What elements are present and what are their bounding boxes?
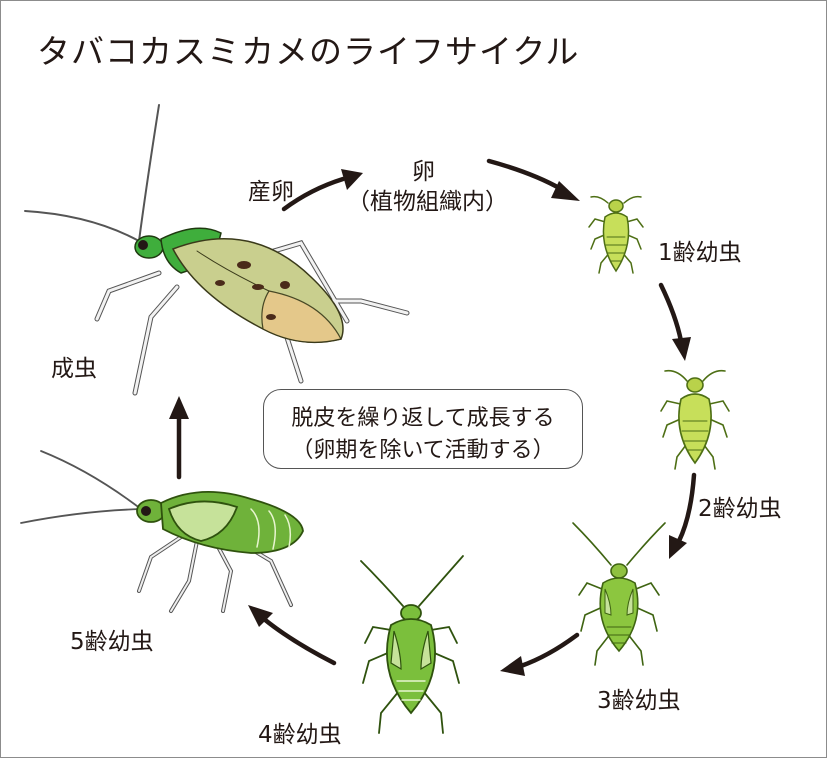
label-nymph2: 2齢幼虫 <box>698 496 782 522</box>
label-nymph4: 4齢幼虫 <box>258 722 342 748</box>
arrow-n4-to-n5-head <box>248 605 273 627</box>
diagram-title: タバコカスミカメのライフサイクル <box>37 32 580 71</box>
nymph4-illustration <box>360 555 464 734</box>
nymph2-illustration <box>660 369 730 470</box>
arrow-egg-to-n1 <box>486 158 564 192</box>
label-egg: 卵 <box>412 159 435 185</box>
arrow-n3-to-n4 <box>518 632 580 669</box>
arrow-n1-to-n2-head <box>672 337 691 361</box>
nymph1-illustration <box>588 195 644 274</box>
arrow-n2-to-n3 <box>676 472 697 544</box>
nymph3-illustration <box>572 522 666 666</box>
label-nymph1: 1齢幼虫 <box>658 240 742 266</box>
arrow-egg-to-n1-head <box>551 181 580 201</box>
arrow-n1-to-n2 <box>658 282 684 344</box>
arrow-n4-to-n5 <box>261 616 337 666</box>
cycle-arrows <box>169 158 697 676</box>
molting-note-line2: （卵期を除いて活動する） <box>291 438 555 463</box>
molting-note-box: 脱皮を繰り返して成長する （卵期を除いて活動する） <box>263 389 583 469</box>
nymph5-illustration <box>20 450 304 613</box>
molting-note-line1: 脱皮を繰り返して成長する <box>291 406 555 431</box>
label-egg-note: （植物組織内） <box>347 189 508 215</box>
label-nymph5: 5齢幼虫 <box>70 629 154 655</box>
arrow-n3-to-n4-head <box>500 656 525 676</box>
arrow-oviposition-head <box>341 169 363 190</box>
label-nymph3: 3齢幼虫 <box>597 688 681 714</box>
label-oviposition: 産卵 <box>248 179 294 205</box>
arrow-n2-to-n3-head <box>669 535 687 559</box>
arrow-n5-to-adult-head <box>169 396 189 419</box>
label-adult: 成虫 <box>51 356 97 382</box>
arrow-oviposition <box>281 176 346 212</box>
adult-illustration <box>24 104 410 396</box>
